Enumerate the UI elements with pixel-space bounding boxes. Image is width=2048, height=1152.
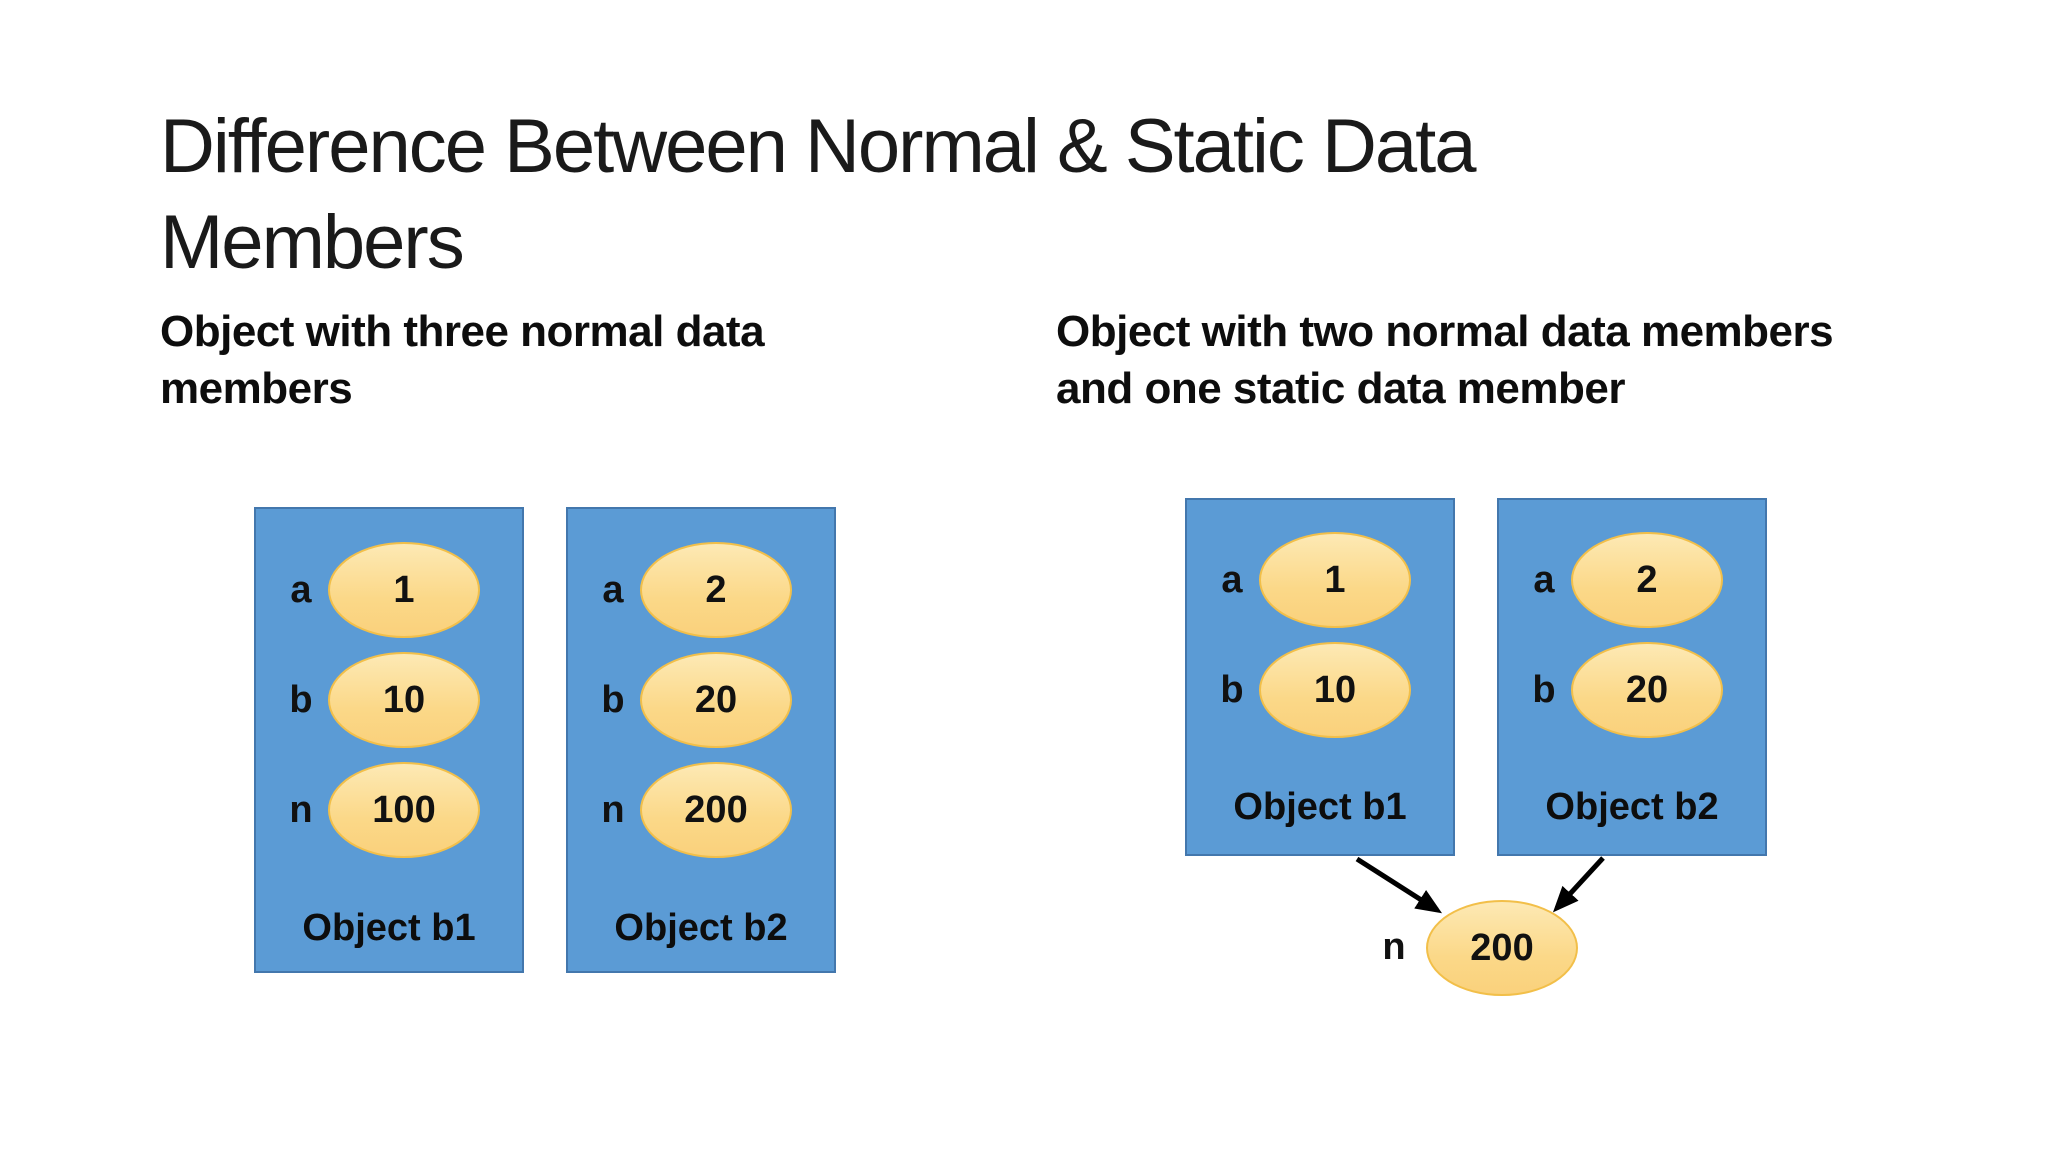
member-value-ellipse: 10 bbox=[328, 652, 480, 748]
member-row: a 1 bbox=[1209, 532, 1411, 628]
member-label: n bbox=[601, 788, 625, 831]
static-member-label: n bbox=[1382, 926, 1406, 968]
arrow-b1-to-static-icon bbox=[1355, 856, 1443, 914]
right-object-b1-box: a 1 b 10 Object b1 bbox=[1185, 498, 1455, 856]
member-row: a 1 bbox=[278, 542, 480, 638]
member-value-ellipse: 2 bbox=[640, 542, 792, 638]
member-row: a 2 bbox=[1521, 532, 1723, 628]
object-name: Object b2 bbox=[1545, 786, 1719, 828]
member-value-ellipse: 1 bbox=[1259, 532, 1411, 628]
arrow-b2-to-static-icon bbox=[1552, 856, 1605, 913]
member-value-ellipse: 1 bbox=[328, 542, 480, 638]
member-value-ellipse: 200 bbox=[640, 762, 792, 858]
static-member-value: 200 bbox=[1470, 926, 1534, 969]
member-value: 10 bbox=[382, 678, 426, 721]
static-member-value-ellipse: 200 bbox=[1426, 900, 1578, 996]
member-row: b 10 bbox=[278, 652, 480, 748]
member-value: 100 bbox=[372, 788, 436, 831]
left-object-b1-box: a 1 b 10 n 100 Object b1 bbox=[254, 507, 524, 973]
member-value-ellipse: 20 bbox=[1571, 642, 1723, 738]
slide-title: Difference Between Normal & Static Data … bbox=[160, 103, 1477, 285]
member-row: b 10 bbox=[1209, 642, 1411, 738]
member-value: 2 bbox=[705, 568, 727, 611]
member-value: 1 bbox=[393, 568, 415, 611]
member-row: b 20 bbox=[590, 652, 792, 748]
member-label: a bbox=[290, 568, 312, 611]
member-value: 10 bbox=[1313, 668, 1357, 711]
member-value-ellipse: 100 bbox=[328, 762, 480, 858]
member-label: b bbox=[1220, 668, 1244, 711]
member-row: a 2 bbox=[590, 542, 792, 638]
member-label: a bbox=[1533, 558, 1555, 601]
member-label: b bbox=[289, 678, 313, 721]
member-value: 1 bbox=[1324, 558, 1346, 601]
right-object-b2-box: a 2 b 20 Object b2 bbox=[1497, 498, 1767, 856]
object-name: Object b1 bbox=[302, 907, 476, 949]
member-label: a bbox=[1221, 558, 1243, 601]
member-row: n 200 bbox=[590, 762, 792, 858]
member-row: n 100 bbox=[278, 762, 480, 858]
object-name: Object b2 bbox=[614, 907, 788, 949]
member-value-ellipse: 20 bbox=[640, 652, 792, 748]
left-object-b2-box: a 2 b 20 n 200 Object b2 bbox=[566, 507, 836, 973]
object-name: Object b1 bbox=[1233, 786, 1407, 828]
member-value-ellipse: 2 bbox=[1571, 532, 1723, 628]
member-value: 200 bbox=[684, 788, 748, 831]
member-label: n bbox=[289, 788, 313, 831]
member-value: 20 bbox=[1625, 668, 1669, 711]
member-label: b bbox=[601, 678, 625, 721]
member-label: b bbox=[1532, 668, 1556, 711]
member-label: a bbox=[602, 568, 624, 611]
right-section-caption: Object with two normal data members and … bbox=[1056, 307, 1834, 414]
left-section-caption: Object with three normal data members bbox=[160, 307, 765, 414]
member-row: b 20 bbox=[1521, 642, 1723, 738]
member-value-ellipse: 10 bbox=[1259, 642, 1411, 738]
member-value: 2 bbox=[1636, 558, 1658, 601]
member-value: 20 bbox=[694, 678, 738, 721]
